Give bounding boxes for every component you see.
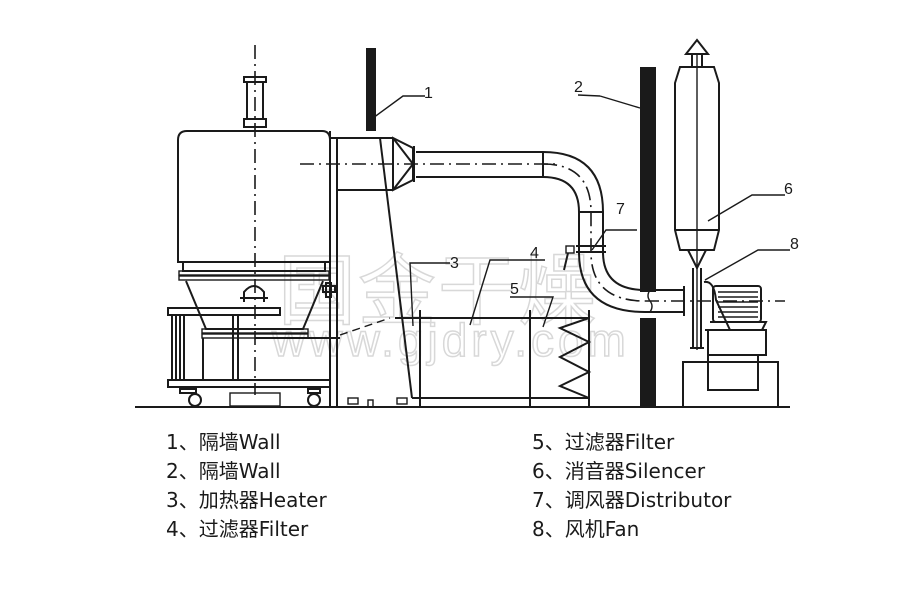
legend-cn: 过滤器 bbox=[198, 517, 259, 541]
legend-num: 2、 bbox=[166, 459, 199, 483]
callouts: 1 2 3 4 5 6 7 8 bbox=[372, 79, 799, 328]
callout-3: 3 bbox=[450, 255, 459, 272]
wheel-left bbox=[188, 393, 202, 407]
heater-filter-housing bbox=[339, 137, 592, 408]
legend-en: Wall bbox=[238, 430, 281, 454]
legend-item-6: 6、消音器Silencer bbox=[532, 457, 731, 486]
legend-num: 3、 bbox=[166, 488, 199, 512]
wall-2-upper bbox=[640, 67, 656, 292]
damper-handle[interactable] bbox=[563, 252, 569, 271]
vent-base bbox=[243, 118, 267, 128]
legend-num: 7、 bbox=[532, 488, 565, 512]
legend-en: Distributor bbox=[624, 488, 732, 512]
legend-num: 6、 bbox=[532, 459, 565, 483]
sight-glass bbox=[243, 285, 265, 302]
wheel-right bbox=[307, 393, 321, 407]
wall-1 bbox=[366, 48, 376, 131]
legend-num: 1、 bbox=[166, 430, 199, 454]
bowl-flange-1 bbox=[201, 328, 309, 334]
legend-item-4: 4、过滤器Filter bbox=[166, 515, 327, 544]
motor-fins bbox=[718, 291, 758, 318]
legend-cn: 调风器 bbox=[564, 488, 625, 512]
fan-8 bbox=[682, 280, 779, 408]
bend-pipe bbox=[542, 151, 646, 313]
foot-3 bbox=[396, 397, 408, 405]
legend-en: Wall bbox=[238, 459, 281, 483]
legend-en: Filter bbox=[258, 517, 309, 541]
foot-1 bbox=[347, 397, 359, 405]
legend-en: Silencer bbox=[624, 459, 706, 483]
fan-pedestal bbox=[707, 354, 759, 391]
drying-chamber bbox=[177, 130, 331, 263]
legend-cn: 风机 bbox=[564, 517, 605, 541]
legend-right: 5、过滤器Filter 6、消音器Silencer 7、调风器Distribut… bbox=[532, 428, 731, 544]
legend-en: Fan bbox=[604, 517, 640, 541]
legend-num: 8、 bbox=[532, 517, 565, 541]
legend-item-1: 1、隔墙Wall bbox=[166, 428, 327, 457]
filter-5-pleats bbox=[557, 317, 592, 399]
legend-cn: 消音器 bbox=[564, 459, 625, 483]
legend-item-7: 7、调风器Distributor bbox=[532, 486, 731, 515]
legend-item-5: 5、过滤器Filter bbox=[532, 428, 731, 457]
callout-8: 8 bbox=[790, 236, 799, 253]
callout-4: 4 bbox=[530, 245, 539, 262]
legend-cn: 过滤器 bbox=[564, 430, 625, 454]
wheel-right-mount bbox=[307, 388, 321, 394]
bend-centerline bbox=[542, 163, 646, 302]
equipment-layout-diagram: 国金干燥 www.gjdry.com bbox=[135, 38, 799, 408]
trolley-base bbox=[167, 379, 331, 388]
base-plate bbox=[229, 392, 281, 407]
trolley-top-bar bbox=[167, 307, 281, 316]
silencer-cap bbox=[683, 38, 711, 55]
fan-foundation bbox=[682, 361, 779, 408]
legend-item-2: 2、隔墙Wall bbox=[166, 457, 327, 486]
motor-base bbox=[707, 329, 767, 356]
callout-5: 5 bbox=[510, 281, 519, 298]
callout-7: 7 bbox=[616, 201, 625, 218]
legend-num: 4、 bbox=[166, 517, 199, 541]
silencer-6 bbox=[674, 38, 720, 350]
wheel-left-mount bbox=[179, 388, 197, 394]
callout-2: 2 bbox=[574, 79, 583, 96]
legend-item-8: 8、风机Fan bbox=[532, 515, 731, 544]
legend-cn: 隔墙 bbox=[198, 430, 239, 454]
legend-cn: 隔墙 bbox=[198, 459, 239, 483]
legend-left: 1、隔墙Wall 2、隔墙Wall 3、加热器Heater 4、过滤器Filte… bbox=[166, 428, 327, 544]
damper-knob[interactable] bbox=[565, 245, 575, 254]
legend-num: 5、 bbox=[532, 430, 565, 454]
foot-2 bbox=[367, 399, 374, 408]
legend-en: Heater bbox=[258, 488, 327, 512]
legend-item-3: 3、加热器Heater bbox=[166, 486, 327, 515]
callout-1: 1 bbox=[424, 85, 433, 102]
callout-6: 6 bbox=[784, 181, 793, 198]
outlet-duct bbox=[300, 131, 555, 407]
trolley-handle-bars bbox=[171, 315, 185, 380]
legend-en: Filter bbox=[624, 430, 675, 454]
wall-2-lower bbox=[640, 318, 656, 407]
legend-cn: 加热器 bbox=[198, 488, 259, 512]
